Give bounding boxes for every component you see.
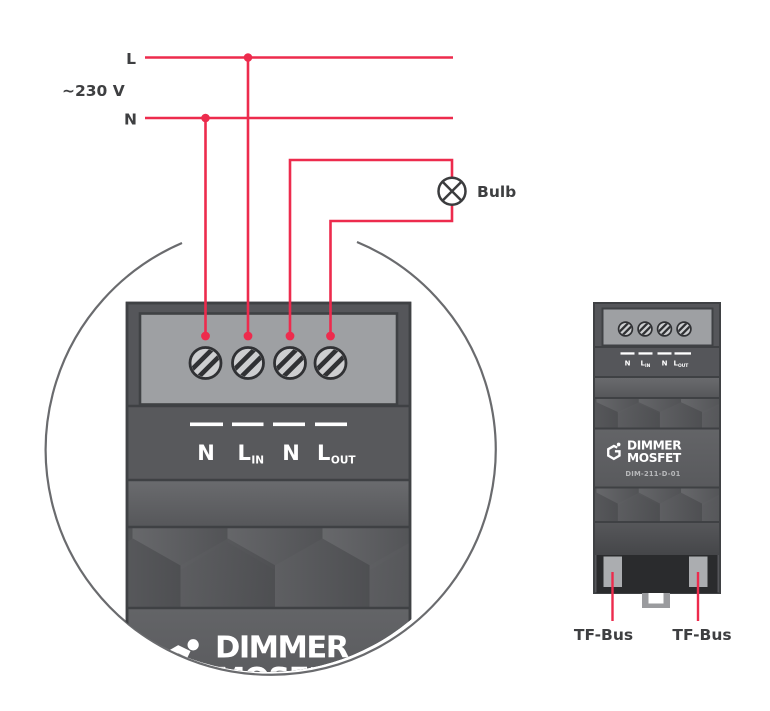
wire-end-dot [285, 331, 295, 341]
bulb-icon [437, 176, 467, 206]
terminal-label-lin: LIN [238, 441, 265, 467]
hexagon-band [594, 488, 720, 521]
wire-end-dot [243, 331, 253, 341]
brand-name-line2: MOSFET [215, 662, 348, 697]
screw-terminal-4 [677, 322, 692, 337]
terminal-label-n1: N [625, 360, 631, 368]
terminal-dash [638, 352, 653, 355]
terminal-label-n1: N [197, 441, 215, 465]
screw-terminal-2 [638, 322, 653, 337]
screw-terminal-4 [315, 347, 346, 378]
bulb-label: Bulb [477, 183, 516, 201]
terminal-label-n2: N [282, 441, 300, 465]
tf-bus-connector-left [603, 556, 622, 587]
dimmer-module-enlarged: N LIN N LOUT DIMMER MOSFET [125, 301, 412, 697]
dimmer-module-full: N LIN N LOUT DIMMER MOSFET DIM-211-D-01 … [574, 302, 732, 644]
terminal-dash [315, 422, 347, 427]
module-outline [125, 301, 412, 672]
plain-band [595, 523, 719, 555]
terminal-label-band [128, 406, 409, 480]
live-line-label: L [126, 50, 136, 68]
screw-terminal-1 [618, 322, 633, 337]
brand-name-line2: MOSFET [627, 451, 682, 465]
wire-terminal3-to-bulb [288, 158, 454, 336]
terminal-label-lin: LIN [641, 360, 651, 370]
tf-bus-label-right: TF-Bus [672, 626, 731, 644]
supply-schematic: L N ~230 V Bulb [62, 50, 516, 341]
wire-terminal4-to-bulb [329, 204, 454, 336]
hexagon-band [594, 398, 720, 428]
brand-name-line1: DIMMER [215, 631, 349, 666]
plain-band [595, 377, 719, 398]
brand-name-line1: DIMMER [627, 439, 682, 453]
terminal-dash [273, 422, 305, 427]
junction-dot-neutral [201, 113, 210, 123]
terminal-dash [657, 352, 672, 355]
plain-band [128, 481, 409, 527]
terminal-dash [620, 352, 635, 355]
model-number: DIM-211-D-01 [625, 470, 680, 478]
junction-dot-live [243, 53, 253, 62]
hexagon-band [127, 527, 410, 608]
tf-bus-connector-right [689, 556, 708, 587]
magnifier-circle [44, 240, 497, 676]
din-rail-clip [642, 593, 670, 608]
screw-terminal-3 [657, 322, 672, 337]
neutral-line-label: N [124, 111, 137, 129]
wire-end-dot [326, 331, 335, 341]
screw-terminal-1 [190, 347, 221, 378]
screw-terminal-2 [232, 347, 263, 378]
terminal-label-lout: LOUT [674, 360, 689, 370]
tf-bus-label-left: TF-Bus [574, 626, 633, 644]
terminal-dash [190, 422, 223, 427]
terminal-dash [674, 352, 691, 355]
voltage-label: ~230 V [62, 82, 125, 100]
terminal-label-lout: LOUT [317, 441, 356, 467]
wire-end-dot [201, 331, 210, 341]
terminal-panel [138, 312, 399, 406]
terminal-dash [232, 422, 264, 427]
terminal-label-n2: N [662, 360, 668, 368]
screw-terminal-3 [274, 347, 305, 378]
